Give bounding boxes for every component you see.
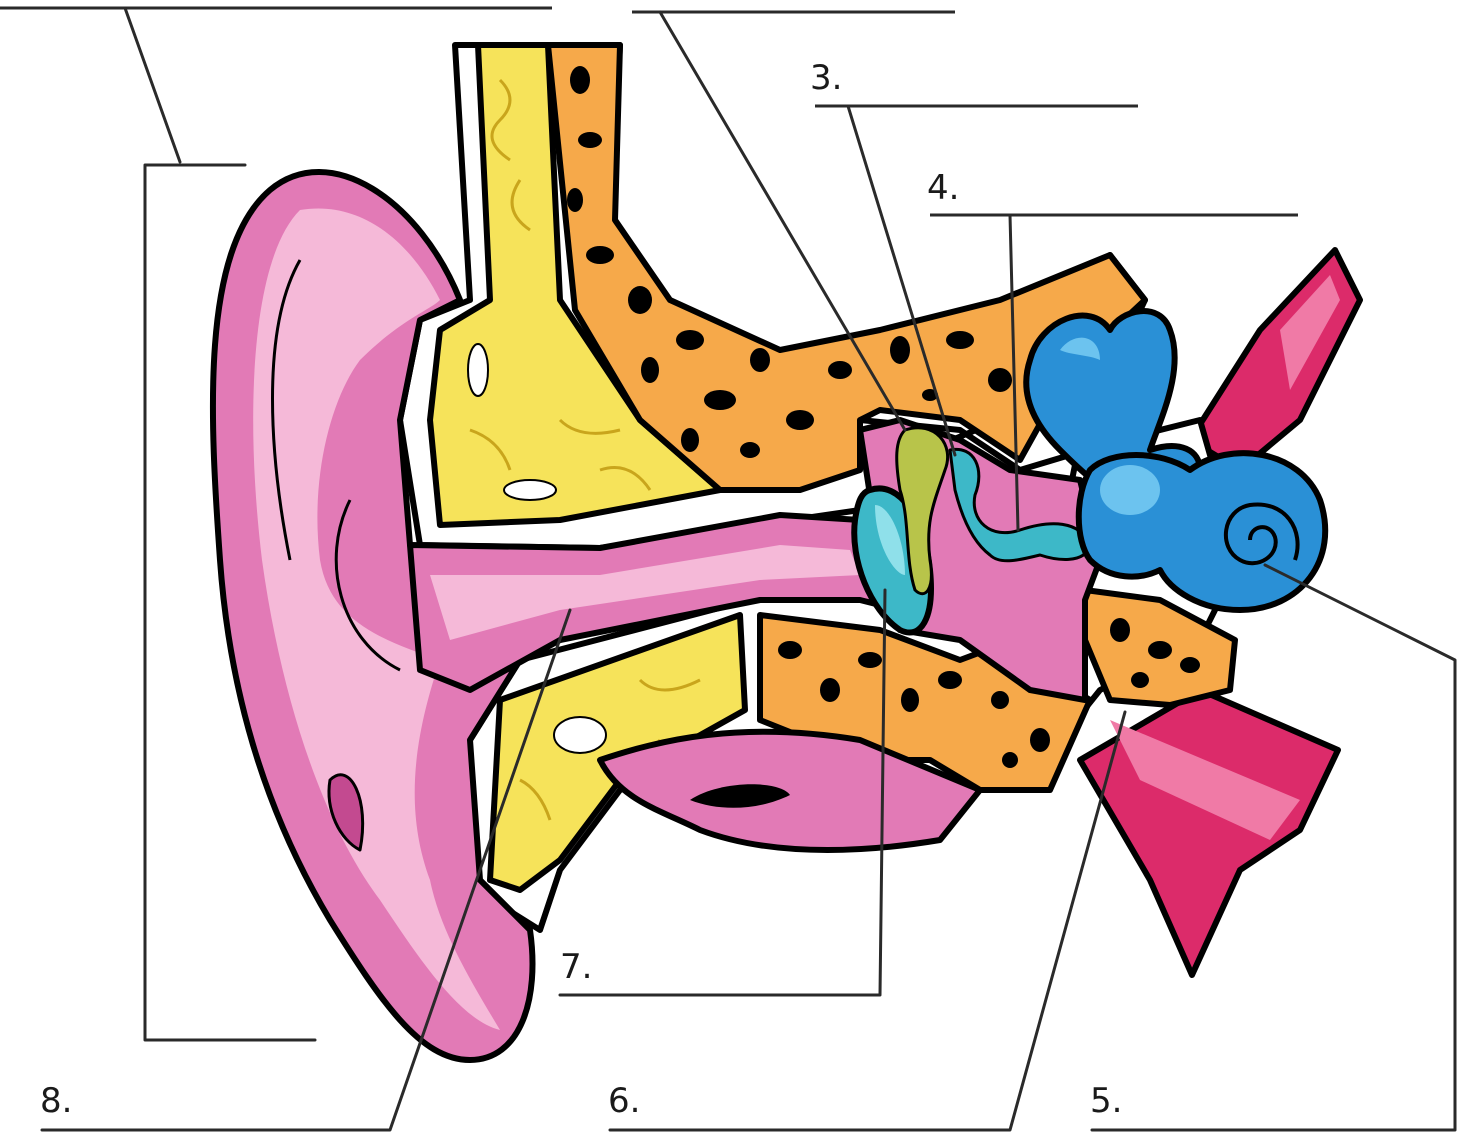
ear-anatomy-illustration xyxy=(213,45,1360,1060)
leader-line-1 xyxy=(125,8,180,162)
label-3: 3. xyxy=(810,58,842,98)
label-4: 4. xyxy=(927,168,959,208)
label-7: 7. xyxy=(560,947,592,987)
label-5: 5. xyxy=(1090,1081,1122,1121)
label-6: 6. xyxy=(608,1081,640,1121)
label-8: 8. xyxy=(40,1081,72,1121)
